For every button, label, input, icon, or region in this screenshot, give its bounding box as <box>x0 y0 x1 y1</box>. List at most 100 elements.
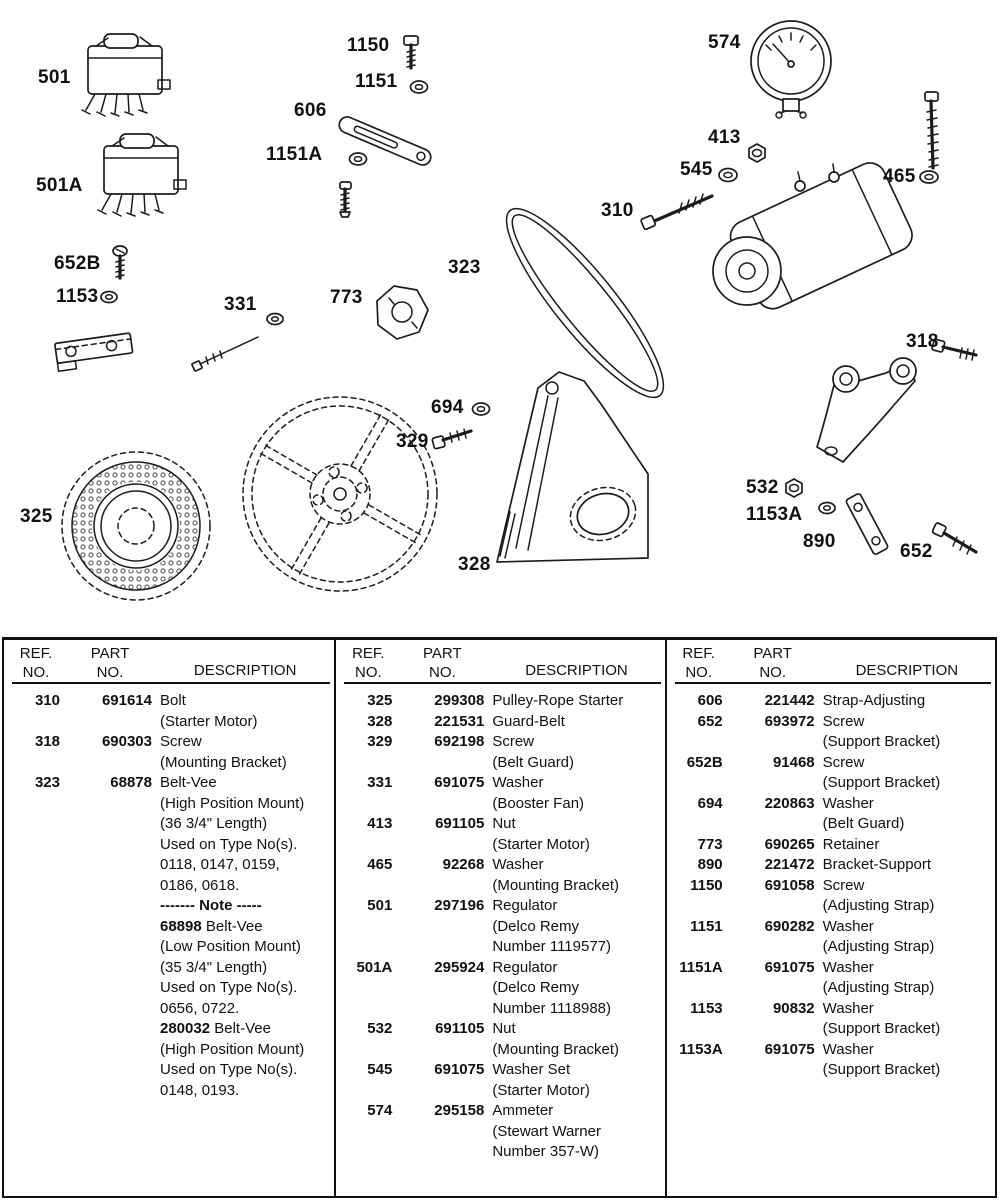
description: Screw(Mounting Bracket) <box>160 732 330 773</box>
part-no: 295924 <box>434 958 485 976</box>
part-no: 693972 <box>764 712 815 730</box>
description-line: (Adjusting Strap) <box>822 897 935 914</box>
description-line: Retainer <box>822 835 880 853</box>
description-line: (High Position Mount) <box>160 794 305 812</box>
part-label-890: 890 <box>803 531 836 552</box>
description-line: (Support Bracket) <box>822 1020 941 1037</box>
description-line: Ammeter <box>492 1102 554 1119</box>
washer-drawing-1151A <box>348 152 368 166</box>
part-no: 92268 <box>442 856 485 873</box>
description-line: (High Position Mount) <box>160 1040 305 1058</box>
description: Nut(Starter Motor) <box>492 814 660 855</box>
ref-no: 890 <box>697 856 723 873</box>
description: Screw(Belt Guard) <box>492 732 660 773</box>
description-header: DESCRIPTION <box>525 662 628 679</box>
ref-no: 1150 <box>690 876 723 894</box>
bracket-drawing-left <box>54 332 134 373</box>
description-line: Belt-Vee <box>160 774 217 791</box>
regulator-drawing-501A <box>97 133 187 217</box>
description-line: Regulator <box>492 958 558 976</box>
part-no: 690265 <box>764 835 815 853</box>
part-no: 220863 <box>764 794 815 812</box>
part-label-1151: 1151 <box>355 71 398 92</box>
description-line: 280032 Belt-Vee <box>160 1020 271 1037</box>
description-line: Nut <box>492 1020 516 1037</box>
part-no: 690303 <box>101 733 152 750</box>
description-line: (Stewart Warner <box>492 1122 601 1140</box>
table-row: 652 693972 Screw(Support Bracket) <box>675 712 991 753</box>
part-label-574: 574 <box>708 32 741 53</box>
ref-no: 545 <box>367 1061 393 1078</box>
part-no: 221531 <box>434 712 485 730</box>
ref-no-header: REF.NO. <box>19 645 53 681</box>
belt-guard-drawing-328 <box>496 371 649 563</box>
ref-no: 325 <box>367 692 393 709</box>
description-line: Washer <box>492 856 544 873</box>
description-line: Used on Type No(s). <box>160 1061 298 1078</box>
description-line: (Mounting Bracket) <box>492 876 620 894</box>
description: Screw(Support Bracket) <box>823 753 991 794</box>
description-line: Used on Type No(s). <box>160 835 298 853</box>
part-label-501A: 501A <box>36 175 83 196</box>
description-line: (Support Bracket) <box>822 733 941 750</box>
description: Belt-Vee(High Position Mount)(36 3/4" Le… <box>160 773 330 1101</box>
description: Washer Set(Starter Motor) <box>492 1060 660 1101</box>
part-label-310: 310 <box>601 200 634 221</box>
ref-no: 1153 <box>690 999 723 1017</box>
description-line: (Support Bracket) <box>822 774 941 791</box>
ref-no: 1151 <box>690 917 723 935</box>
description: Washer(Belt Guard) <box>823 794 991 835</box>
part-no: 692198 <box>434 733 485 750</box>
description-line: Bracket-Support <box>822 856 932 873</box>
ref-no: 652 <box>697 712 723 730</box>
description: Washer (Mounting Bracket) <box>492 855 660 896</box>
description-line: (Low Position Mount) <box>160 938 301 955</box>
screw-drawing-adjusting <box>339 181 352 218</box>
belt-drawing-323 <box>505 207 665 399</box>
description-line: Washer <box>822 794 874 812</box>
part-no: 691075 <box>764 958 815 976</box>
screw-drawing-652 <box>931 522 978 555</box>
description: Washer(Support Bracket) <box>823 999 991 1040</box>
part-label-606: 606 <box>294 100 327 121</box>
description-line: (Starter Motor) <box>160 712 258 730</box>
description-line: 0148, 0193. <box>160 1081 240 1099</box>
description-line: Used on Type No(s). <box>160 979 298 996</box>
part-no: 221442 <box>764 692 815 709</box>
part-label-1153A: 1153A <box>746 504 803 525</box>
ref-no: 413 <box>367 815 393 832</box>
ref-no: 606 <box>697 692 723 709</box>
washer-drawing-1153A <box>818 501 836 515</box>
nut-drawing-532 <box>785 478 803 498</box>
description-line: (Mounting Bracket) <box>492 1040 620 1058</box>
description: Washer(Support Bracket) <box>823 1040 991 1081</box>
description: Screw(Support Bracket) <box>823 712 991 753</box>
part-label-1153: 1153 <box>56 286 99 307</box>
part-no: 691614 <box>101 692 152 709</box>
ref-no: 310 <box>34 692 60 709</box>
washer-drawing-465 <box>919 170 939 184</box>
description-line: Screw <box>492 733 535 750</box>
screw-drawing-331 <box>191 336 259 372</box>
ref-no: 323 <box>34 774 60 791</box>
ref-no: 318 <box>34 733 60 750</box>
description-line: 68898 Belt-Vee <box>160 917 263 935</box>
part-label-413: 413 <box>708 127 741 148</box>
part-no: 691075 <box>434 1061 485 1078</box>
ref-no: 328 <box>367 712 393 730</box>
part-no: 691075 <box>434 774 485 791</box>
